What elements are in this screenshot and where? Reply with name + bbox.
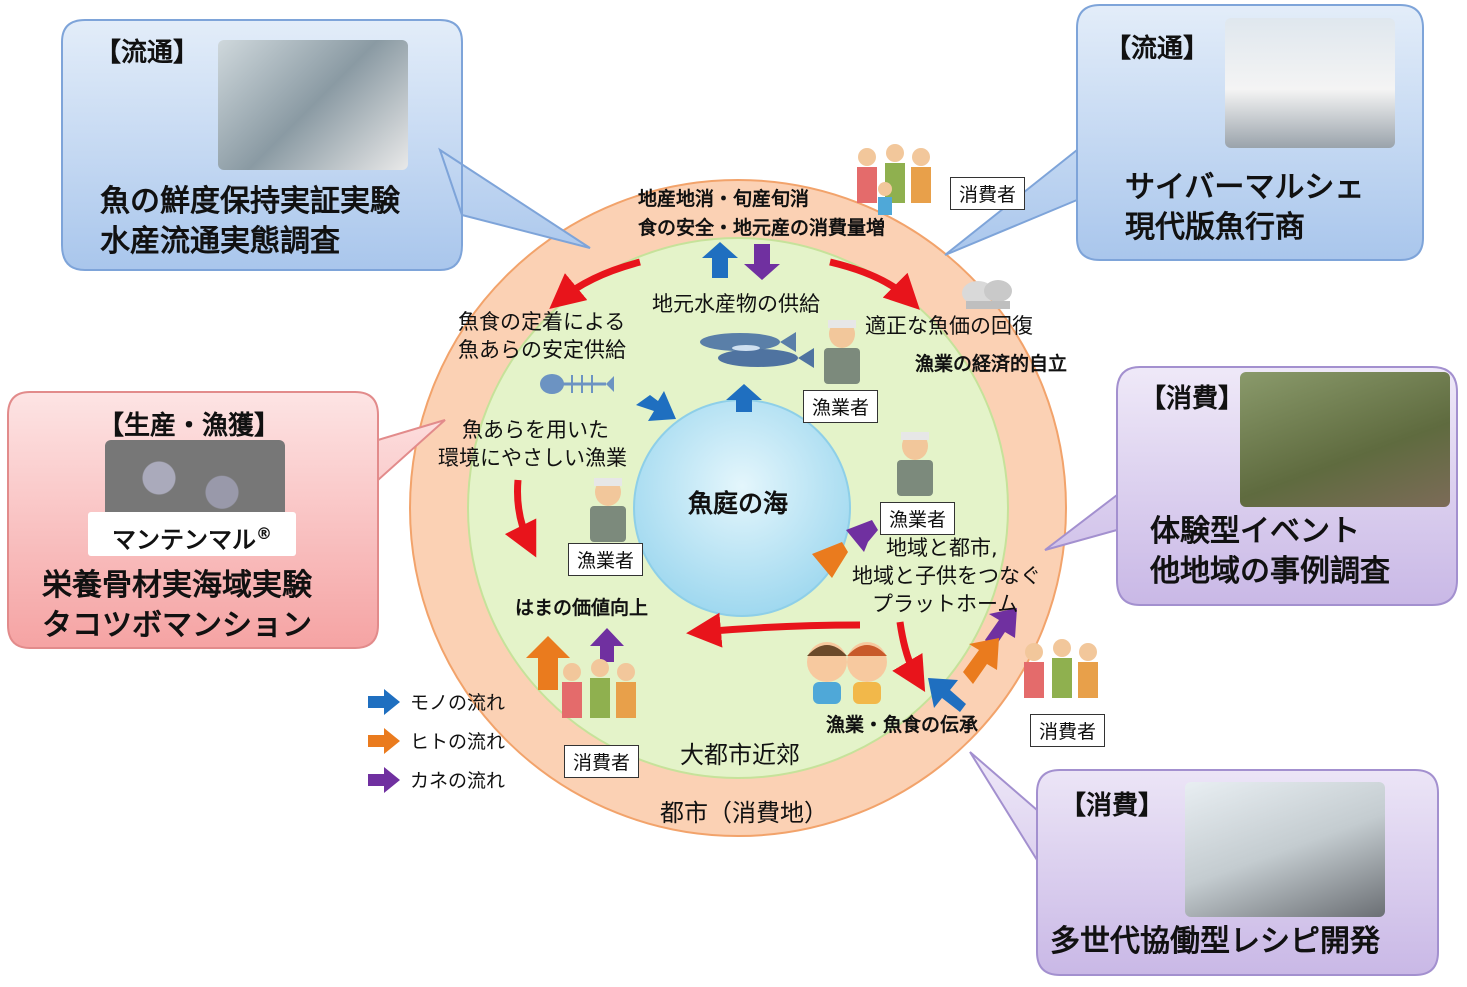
purple-arrow-left-right <box>846 520 878 552</box>
orange-arrow-up-bottom <box>526 636 570 690</box>
text-price: 適正な魚価の回復 <box>865 314 1033 338</box>
red-arrow-top-left <box>549 258 641 309</box>
text-top-line2: 食の安全・地元産の消費量増 <box>638 217 886 239</box>
legend-item-hito: ヒトの流れ <box>368 727 505 754</box>
legend-label-hito: ヒトの流れ <box>410 731 506 753</box>
callout-top-left-line1: 魚の鮮度保持実証実験 <box>100 184 400 219</box>
red-arrow-top-right <box>829 258 920 310</box>
product-name: マンテンマル <box>112 526 256 554</box>
consumer-label-top: 消費者 <box>950 177 1026 210</box>
legend-label-kane: カネの流れ <box>410 770 506 792</box>
purple-arrow-down-top <box>744 244 780 280</box>
red-arrow-bottom-right <box>892 621 926 693</box>
blue-arrow-up-top <box>702 242 738 278</box>
callout-right-mid-title: 【消費】 <box>1140 384 1245 414</box>
legend-label-mono: モノの流れ <box>410 692 506 714</box>
event-photo <box>1240 372 1450 507</box>
legend-item-mono: モノの流れ <box>368 688 505 715</box>
text-hama: はまの価値向上 <box>515 597 649 619</box>
legend-item-kane: カネの流れ <box>368 766 505 793</box>
fisher-label-top: 漁業者 <box>803 390 879 423</box>
family-icon-right <box>1024 639 1098 698</box>
family-icon-top <box>857 144 931 215</box>
callout-top-right-title: 【流通】 <box>1105 34 1210 64</box>
family-icon-bottom <box>562 659 636 718</box>
money-bags-icon <box>962 280 1012 309</box>
text-fish-waste-line2: 魚あらの安定供給 <box>458 338 626 362</box>
recipe-photo <box>1185 782 1385 917</box>
fisher-icon-left <box>590 478 626 542</box>
product-label: マンテンマル® <box>88 512 296 556</box>
text-economy: 漁業の経済的自立 <box>915 353 1068 375</box>
callout-top-left-line2: 水産流通実態調査 <box>100 224 340 259</box>
fisher-label-right: 漁業者 <box>880 502 956 535</box>
fish-bone-icon <box>540 374 614 394</box>
text-platform-line1: 地域と都市, <box>886 536 998 560</box>
purple-arrow-up-bottom <box>590 628 624 662</box>
consumer-label-right: 消費者 <box>1030 714 1106 747</box>
text-fish-waste-line1: 魚食の定着による <box>458 310 626 334</box>
callout-top-right-line1: サイバーマルシェ <box>1125 170 1365 205</box>
blue-arrow-down-lower <box>928 678 966 712</box>
red-arrow-bottom <box>686 612 861 648</box>
red-arrow-left <box>504 479 537 558</box>
orange-arrow-left-right <box>812 542 848 578</box>
inner-ring-label: 大都市近郊 <box>680 741 800 769</box>
fisher-label-left: 漁業者 <box>568 543 644 576</box>
legend-orange-arrow-icon <box>368 727 400 754</box>
text-tradition: 漁業・魚食の伝承 <box>826 714 979 736</box>
registered-mark: ® <box>256 524 272 543</box>
text-supply: 地元水産物の供給 <box>652 292 820 316</box>
consumer-label-bottom: 消費者 <box>564 745 640 778</box>
fisher-icon-top <box>824 320 860 384</box>
callout-right-bottom-title: 【消費】 <box>1060 791 1165 821</box>
callout-top-left-title: 【流通】 <box>95 38 200 68</box>
text-top-line1: 地産地消・旬産旬消 <box>638 188 810 210</box>
callout-right-bottom-line1: 多世代協働型レシピ開発 <box>1050 924 1380 959</box>
text-eco-fishing-line1: 魚あらを用いた <box>462 418 609 442</box>
callout-right-mid-line1: 体験型イベント <box>1150 514 1360 549</box>
callout-left-line2: タコツボマンション <box>42 608 312 643</box>
fisher-icon-right <box>897 432 933 496</box>
callout-top-right-line2: 現代版魚行商 <box>1125 210 1305 245</box>
text-eco-fishing-line2: 環境にやさしい漁業 <box>438 446 627 470</box>
orange-arrow-right-lower <box>963 638 999 684</box>
callout-left-title: 【生産・漁獲】 <box>98 411 281 441</box>
center-label: 魚庭の海 <box>688 489 789 518</box>
legend-purple-arrow-icon <box>368 766 400 793</box>
blue-arrow-up-center <box>726 384 762 412</box>
text-platform-line3: プラットホーム <box>872 592 1019 616</box>
outer-ring-label: 都市（消費地） <box>660 799 828 827</box>
callout-left-line1: 栄養骨材実海域実験 <box>42 568 312 603</box>
fish-freshness-photo <box>218 40 408 170</box>
callout-right-mid-line2: 他地域の事例調査 <box>1150 554 1390 589</box>
fish-icon <box>700 332 814 368</box>
text-platform-line2: 地域と子供をつなぐ <box>852 564 1041 588</box>
blue-arrow-right-left <box>636 391 676 421</box>
legend-blue-arrow-icon <box>368 688 400 715</box>
children-icon <box>807 642 887 704</box>
vending-truck-photo <box>1225 18 1395 148</box>
